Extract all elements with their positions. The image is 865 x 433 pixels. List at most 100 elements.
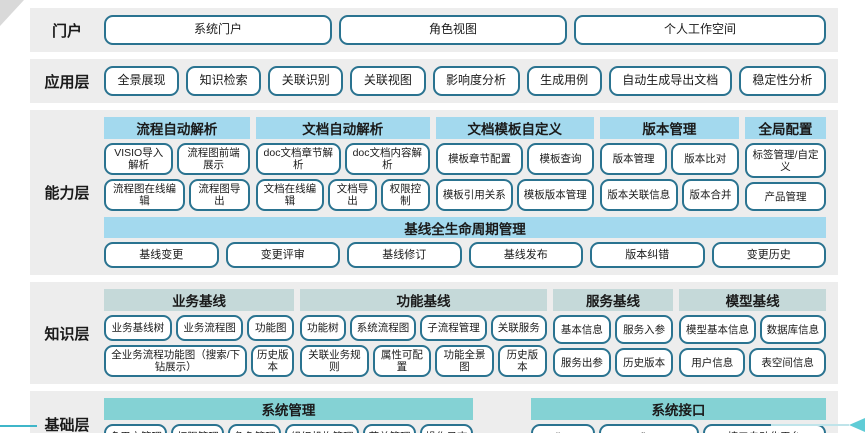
pill-box: 关联识别 (268, 66, 344, 96)
pill-box: 属性可配置 (372, 345, 432, 378)
group-row: 业务基线树业务流程图功能图 (104, 315, 295, 342)
group-rows: 模板章节配置模板查询模板引用关系模板版本管理 (435, 143, 594, 212)
pill-box: 流程图前端展示 (177, 143, 250, 176)
pill-box: 标签管理/自定义 (745, 143, 826, 179)
group-row: 功能树系统流程图子流程管理关联服务 (300, 315, 547, 342)
pill-box: 模板查询 (527, 143, 594, 176)
layer-row-foundation: 基础层 系统管理多用户管理权限管理角色管理组织机构管理菜单管理操作日志 系统接口j… (30, 391, 838, 433)
pill-box: 组织机构管理 (285, 424, 360, 433)
knowledge-group: 业务基线业务基线树业务流程图功能图全业务流程功能图（搜索/下钻展示）历史版本 (104, 289, 295, 378)
pill-box: 模板章节配置 (435, 143, 524, 176)
knowledge-group: 模型基线模型基本信息数据库信息用户信息表空间信息 (679, 289, 826, 378)
foundation-group: 系统管理多用户管理权限管理角色管理组织机构管理菜单管理操作日志 (104, 398, 473, 433)
group-rows: 基本信息服务入参服务出参历史版本 (552, 315, 674, 378)
pill-box: 版本纠错 (590, 242, 705, 269)
application-boxes: 全景展现知识检索关联识别关联视图影响度分析生成用例自动生成导出文档稳定性分析 (104, 66, 826, 96)
pill-box: 全业务流程功能图（搜索/下钻展示） (104, 345, 248, 378)
capability-group: 版本管理版本管理版本比对版本关联信息版本合并 (599, 117, 740, 212)
pill-box: 菜单管理 (363, 424, 417, 433)
pill-box: 历史版本 (251, 345, 295, 378)
capability-groups: 流程自动解析 VISIO导入解析流程图前端展示流程图在线编辑流程图导出文档自动解析… (104, 117, 826, 212)
pill-box: jira (530, 424, 595, 433)
pill-box: 基线发布 (468, 242, 583, 269)
pill-box: 知识检索 (186, 66, 262, 96)
group-row: 基本信息服务入参 (552, 315, 674, 345)
pill-box: 模板引用关系 (435, 179, 513, 212)
baseline-lifecycle-header: 基线全生命周期管理 (104, 217, 826, 239)
pill-box: 多用户管理 (104, 424, 168, 433)
pill-box: 模板版本管理 (516, 179, 594, 212)
pill-box: 服务出参 (552, 348, 612, 378)
pill-box: 接口自动化平台 (702, 424, 826, 433)
pill-box: 关联视图 (350, 66, 426, 96)
pill-box: 生成用例 (526, 66, 602, 96)
group-rows: VISIO导入解析流程图前端展示流程图在线编辑流程图导出 (104, 143, 250, 212)
pill-box: 流程图导出 (189, 179, 250, 212)
portal-boxes: 系统门户角色视图个人工作空间 (104, 15, 826, 45)
group-row: 版本关联信息版本合并 (599, 179, 740, 212)
group-row: 用户信息表空间信息 (679, 348, 826, 378)
pill-box: 文档在线编辑 (255, 179, 325, 212)
pill-box: 功能树 (300, 315, 346, 342)
group-row: VISIO导入解析流程图前端展示 (104, 143, 250, 176)
group-row: 服务出参历史版本 (552, 348, 674, 378)
pill-box: 产品管理 (745, 182, 826, 212)
group-row: 流程图在线编辑流程图导出 (104, 179, 250, 212)
group-row: 文档在线编辑文档导出权限控制 (255, 179, 430, 212)
layer-row-portal: 门户 系统门户角色视图个人工作空间 (30, 8, 838, 52)
capability-group: 文档模板自定义模板章节配置模板查询模板引用关系模板版本管理 (435, 117, 594, 212)
group-header: 功能基线 (300, 289, 547, 312)
arrow-head-icon (849, 418, 865, 432)
group-rows: 版本管理版本比对版本关联信息版本合并 (599, 143, 740, 212)
group-header: 系统管理 (104, 398, 473, 421)
group-header: 业务基线 (104, 289, 295, 312)
group-row: 关联业务规则属性可配置功能全景图历史版本 (300, 345, 547, 378)
layer-row-application: 应用层 全景展现知识检索关联识别关联视图影响度分析生成用例自动生成导出文档稳定性… (30, 59, 838, 103)
pill-box: 基线修订 (347, 242, 462, 269)
pill-box: 全景展现 (104, 66, 180, 96)
group-header: 全局配置 (745, 117, 826, 139)
knowledge-group: 服务基线基本信息服务入参服务出参历史版本 (552, 289, 674, 378)
layer-row-knowledge: 知识层 业务基线业务基线树业务流程图功能图全业务流程功能图（搜索/下钻展示）历史… (30, 282, 838, 385)
pill-box: 系统门户 (104, 15, 332, 45)
layer-label-knowledge: 知识层 (44, 325, 90, 343)
pill-box: 版本比对 (671, 143, 740, 176)
pill-box: 版本管理 (599, 143, 668, 176)
pill-box: 操作日志 (420, 424, 473, 433)
group-row: 模型基本信息数据库信息 (679, 315, 826, 345)
group-row: jiraconfluence接口自动化平台 (530, 424, 826, 433)
layer-stack: 门户 系统门户角色视图个人工作空间 应用层 全景展现知识检索关联识别关联视图影响… (30, 8, 838, 433)
pill-box: 子流程管理 (420, 315, 487, 342)
pill-box: 权限控制 (380, 179, 430, 212)
pill-box: 系统流程图 (349, 315, 417, 342)
baseline-boxes: 基线变更变更评审基线修订基线发布版本纠错变更历史 (104, 242, 826, 269)
pill-box: 流程图在线编辑 (104, 179, 186, 212)
capability-content: 流程自动解析 VISIO导入解析流程图前端展示流程图在线编辑流程图导出文档自动解析… (104, 117, 826, 269)
pill-box: confluence (598, 424, 699, 433)
group-header: 服务基线 (552, 289, 674, 312)
layer-label-foundation: 基础层 (44, 416, 90, 433)
group-row: 模板引用关系模板版本管理 (435, 179, 594, 212)
pill-box: doc文档章节解析 (255, 143, 341, 176)
group-row: 多用户管理权限管理角色管理组织机构管理菜单管理操作日志 (104, 424, 473, 433)
pill-box: 功能全景图 (435, 345, 494, 378)
capability-group: 全局配置标签管理/自定义产品管理 (745, 117, 826, 212)
group-row: 标签管理/自定义 (745, 143, 826, 179)
foundation-group: 系统接口jiraconfluence接口自动化平台 (530, 398, 826, 433)
layer-label-portal: 门户 (51, 22, 82, 40)
layer-label-capability: 能力层 (44, 185, 90, 203)
group-rows: 业务基线树业务流程图功能图全业务流程功能图（搜索/下钻展示）历史版本 (104, 315, 295, 378)
pill-box: 功能图 (247, 315, 295, 342)
pill-box: 版本关联信息 (599, 179, 678, 212)
group-header: 流程自动解析 (104, 117, 250, 139)
group-rows: jiraconfluence接口自动化平台 (530, 424, 826, 433)
layer-label-application: 应用层 (44, 73, 90, 91)
arrow-line (771, 424, 849, 426)
pill-box: VISIO导入解析 (104, 143, 174, 176)
group-header: 文档模板自定义 (435, 117, 594, 139)
pill-box: 权限管理 (171, 424, 225, 433)
